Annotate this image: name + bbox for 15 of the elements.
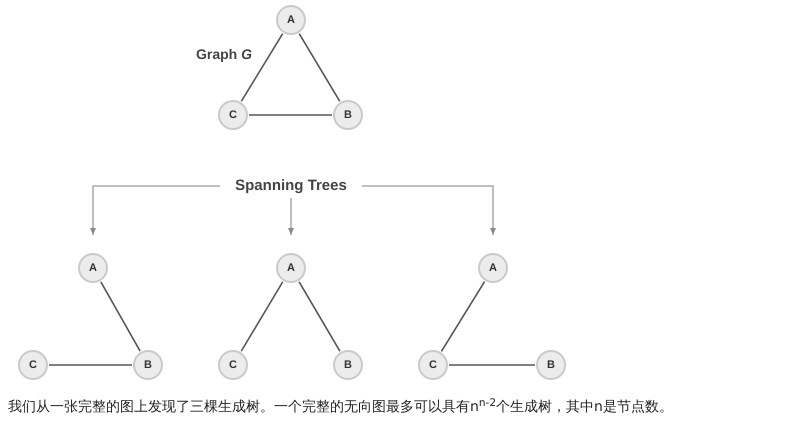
- graph-edge: [249, 114, 332, 116]
- graph-edge: [440, 281, 486, 352]
- graph-edge: [298, 33, 340, 102]
- arrow: [288, 198, 294, 235]
- caption: 我们从一张完整的图上发现了三棵生成树。一个完整的无向图最多可以具有n$^{n-2}$个生成树，其中n是节点数。: [8, 397, 674, 417]
- graph-edge: [240, 33, 284, 102]
- heading-text: Spanning Trees: [226, 176, 356, 196]
- graph-label: Graph G: [196, 45, 252, 64]
- graph-edge: [100, 282, 141, 352]
- arrow: [362, 185, 496, 235]
- arrow: [90, 185, 220, 235]
- graph-edge: [298, 281, 341, 352]
- graph-edge: [240, 281, 284, 352]
- graph-edge: [449, 364, 535, 366]
- graph-edge: [49, 364, 132, 366]
